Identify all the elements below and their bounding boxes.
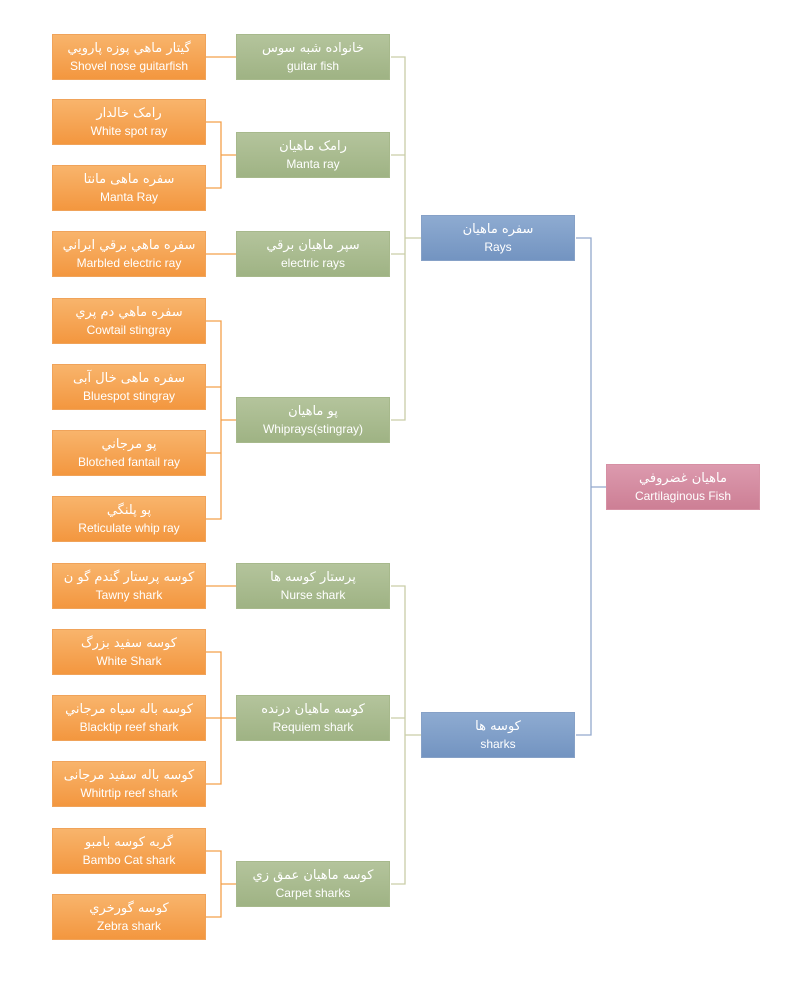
species-label-en: Blacktip reef shark <box>79 719 179 734</box>
species-label-en: White Shark <box>96 653 162 668</box>
species-node-shovel-nose-guitarfish: گيتار ماهي پوزه پارويي Shovel nose guita… <box>52 34 206 80</box>
group-label-en: Rays <box>484 239 512 254</box>
species-label-en: Cowtail stingray <box>86 322 172 337</box>
species-label-en: Reticulate whip ray <box>78 520 180 535</box>
family-label-en: Manta ray <box>286 156 340 171</box>
group-node-sharks: كوسه ها sharks <box>421 712 575 758</box>
family-node-whiprays: پو ماهيان Whiprays(stingray) <box>236 397 390 443</box>
family-node-electric-rays: سپر ماهيان برقي electric rays <box>236 231 390 277</box>
group-label-en: sharks <box>480 736 516 751</box>
family-label-fa: سپر ماهيان برقي <box>266 238 360 254</box>
connector-species-carpet <box>206 850 237 918</box>
species-node-marbled-electric-ray: سفره ماهي برقي ايراني Marbled electric r… <box>52 231 206 277</box>
species-label-fa: كوسه پرستار گندم گو ن <box>63 570 195 586</box>
species-label-fa: رامک خالدار <box>96 106 162 122</box>
species-label-fa: گيتار ماهي پوزه پارويي <box>67 41 191 57</box>
species-node-cowtail-stingray: سفره ماهي دم پري Cowtail stingray <box>52 298 206 344</box>
family-node-nurse-shark: پرستار كوسه ها Nurse shark <box>236 563 390 609</box>
family-label-fa: كوسه ماهيان عمق زي <box>252 868 374 884</box>
species-label-en: White spot ray <box>90 123 168 138</box>
family-label-fa: پرستار كوسه ها <box>270 570 356 586</box>
connector-families-sharks <box>391 585 421 885</box>
species-label-fa: گربه كوسه بامبو <box>84 835 174 851</box>
species-label-fa: كوسه سفيد بزرگ <box>81 636 177 652</box>
species-node-blotched-fantail-ray: پو مرجاني Blotched fantail ray <box>52 430 206 476</box>
family-label-fa: خانواده شبه سوس <box>261 41 365 57</box>
species-label-en: Zebra shark <box>96 918 162 933</box>
family-label-fa: كوسه ماهيان درنده <box>261 702 365 718</box>
species-node-zebra-shark: كوسه گورخري Zebra shark <box>52 894 206 940</box>
species-node-manta-ray: سفره ماهی مانتا Manta Ray <box>52 165 206 211</box>
species-label-en: Bluespot stingray <box>82 388 176 403</box>
family-label-en: Whiprays(stingray) <box>262 421 364 436</box>
species-label-en: Marbled electric ray <box>76 255 182 270</box>
species-label-en: Shovel nose guitarfish <box>69 58 189 73</box>
species-label-en: Bambo Cat shark <box>82 852 176 867</box>
species-label-fa: سفره ماهي دم پري <box>75 305 183 321</box>
connector-species-manta <box>206 121 237 189</box>
group-label-fa: سفره ماهيان <box>462 222 534 238</box>
species-node-reticulate-whip-ray: پو پلنگي Reticulate whip ray <box>52 496 206 542</box>
family-label-en: guitar fish <box>286 58 340 73</box>
family-label-en: Requiem shark <box>272 719 354 734</box>
species-label-en: Manta Ray <box>99 189 159 204</box>
species-label-fa: كوسه باله سياه مرجاني <box>65 702 193 718</box>
family-label-en: electric rays <box>280 255 345 270</box>
species-label-fa: كوسه گورخري <box>89 901 169 917</box>
group-node-rays: سفره ماهيان Rays <box>421 215 575 261</box>
species-label-fa: سفره ماهي برقي ايراني <box>62 238 196 254</box>
species-node-tawny-shark: كوسه پرستار گندم گو ن Tawny shark <box>52 563 206 609</box>
family-node-requiem-shark: كوسه ماهيان درنده Requiem shark <box>236 695 390 741</box>
family-node-guitar-fish: خانواده شبه سوس guitar fish <box>236 34 390 80</box>
root-label-fa: ماهيان غضروفي <box>639 471 727 487</box>
species-node-white-spot-ray: رامک خالدار White spot ray <box>52 99 206 145</box>
species-label-fa: پو پلنگي <box>106 503 152 519</box>
family-node-manta-ray: رامک ماهیان Manta ray <box>236 132 390 178</box>
species-label-fa: پو مرجاني <box>101 437 157 453</box>
species-label-fa: كوسه باله سفيد مرجانی <box>63 768 195 784</box>
group-label-fa: كوسه ها <box>475 719 521 735</box>
species-label-fa: سفره ماهی مانتا <box>83 172 175 188</box>
connector-species-requiem <box>206 651 237 785</box>
family-label-fa: رامک ماهیان <box>279 139 347 155</box>
connector-species-whiprays <box>206 320 237 520</box>
species-node-blacktip-reef-shark: كوسه باله سياه مرجاني Blacktip reef shar… <box>52 695 206 741</box>
connector-groups-root <box>576 237 607 736</box>
family-label-fa: پو ماهيان <box>288 404 338 420</box>
species-node-whitetip-reef-shark: كوسه باله سفيد مرجانی Whitrtip reef shar… <box>52 761 206 807</box>
species-label-en: Tawny shark <box>95 587 163 602</box>
root-node: ماهيان غضروفي Cartilaginous Fish <box>606 464 760 510</box>
species-node-white-shark: كوسه سفيد بزرگ White Shark <box>52 629 206 675</box>
species-label-fa: سفره ماهی خال آبی <box>73 371 185 387</box>
species-node-bambo-cat-shark: گربه كوسه بامبو Bambo Cat shark <box>52 828 206 874</box>
family-label-en: Carpet sharks <box>275 885 351 900</box>
species-node-bluespot-stingray: سفره ماهی خال آبی Bluespot stingray <box>52 364 206 410</box>
species-label-en: Blotched fantail ray <box>77 454 181 469</box>
root-label-en: Cartilaginous Fish <box>634 488 732 503</box>
species-label-en: Whitrtip reef shark <box>80 785 178 800</box>
connector-families-rays <box>391 56 421 421</box>
family-label-en: Nurse shark <box>280 587 346 602</box>
family-node-carpet-sharks: كوسه ماهيان عمق زي Carpet sharks <box>236 861 390 907</box>
